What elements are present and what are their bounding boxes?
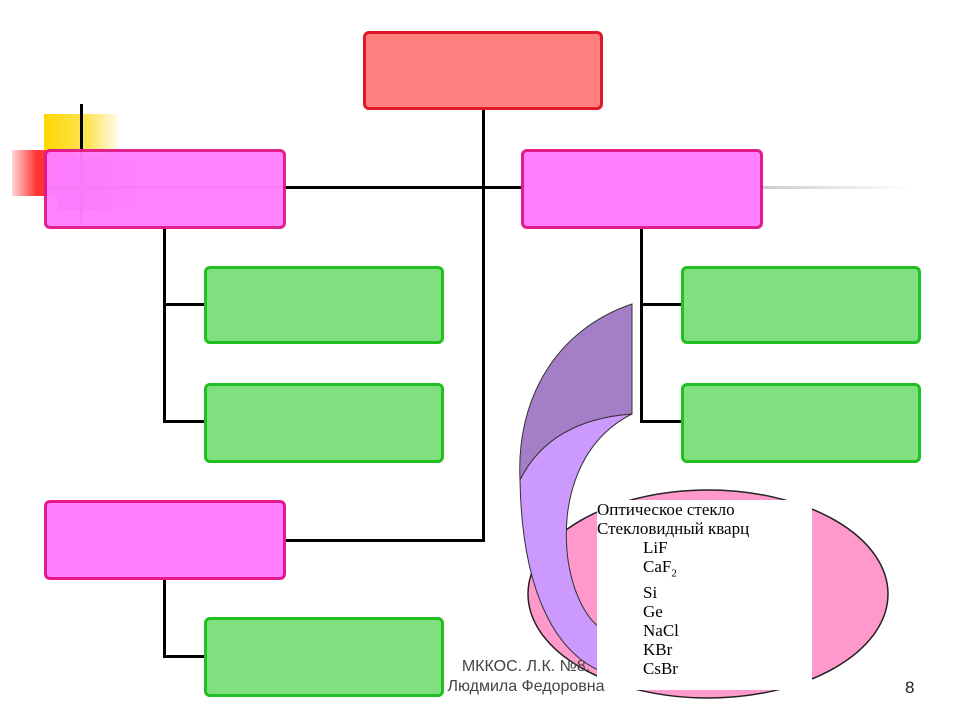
list-item-caf: CaF — [643, 557, 672, 576]
connector-line — [163, 420, 207, 423]
connector-line — [163, 303, 207, 306]
connector-line — [640, 303, 684, 306]
branch-box-left — [44, 149, 286, 229]
connector-line — [284, 539, 484, 542]
connector-line — [163, 655, 207, 658]
connector-line — [163, 226, 166, 422]
leaf-box — [204, 266, 444, 344]
list-item-subscript: 2 — [671, 567, 677, 580]
list-item: Оптическое стекло — [597, 500, 735, 519]
list-item: Ge — [643, 602, 663, 622]
leaf-box — [681, 266, 921, 344]
connector-line — [163, 578, 166, 658]
leaf-box — [204, 383, 444, 463]
connector-line — [640, 420, 684, 423]
connector-line — [640, 226, 643, 422]
list-item: Si — [643, 583, 658, 603]
materials-list: Оптическое стекло Стекловидный кварц LiF… — [597, 500, 812, 690]
list-item: NaCl — [643, 621, 679, 641]
connector-line — [482, 108, 485, 542]
branch-box-bottom — [44, 500, 286, 580]
list-item: KBr — [643, 640, 673, 660]
page-number: 8 — [905, 678, 915, 697]
list-item: LiF — [643, 538, 668, 557]
footer-text: МККОС. Л.К. №8. Людмила Федоровна — [426, 657, 626, 697]
footer-line-1: МККОС. Л.К. №8. — [461, 658, 591, 675]
list-item: CaF2 — [597, 557, 812, 583]
leaf-box — [681, 383, 921, 463]
connector-line-fade — [760, 186, 910, 189]
leaf-box — [204, 617, 444, 697]
branch-box-right — [521, 149, 763, 229]
root-box — [363, 31, 603, 110]
list-item: Стекловидный кварц — [597, 519, 750, 538]
footer-line-2: Людмила Федоровна — [447, 678, 605, 695]
list-item: CsBr — [643, 659, 678, 679]
